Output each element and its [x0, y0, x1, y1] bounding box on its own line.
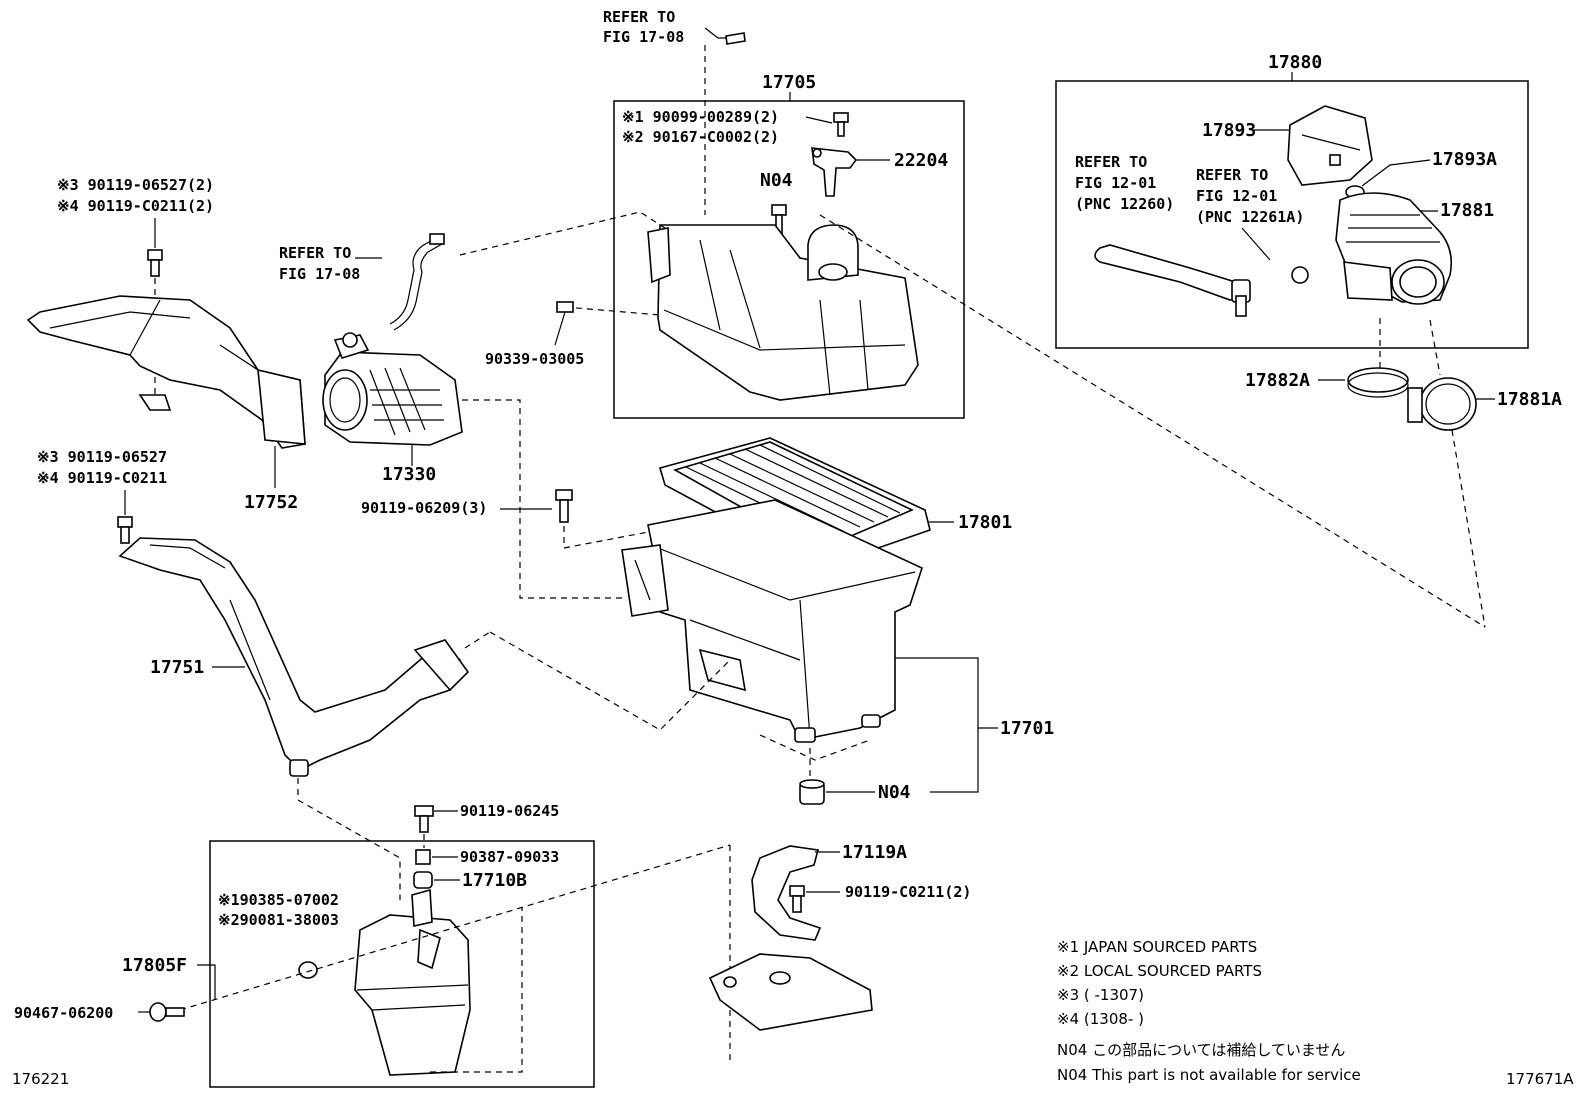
legend-line-1: ※1 JAPAN SOURCED PARTS [1057, 938, 1257, 956]
grommet-90385 [298, 961, 318, 979]
sensor-22204 [811, 147, 858, 197]
label-17881a: 17881A [1497, 389, 1562, 410]
box-17805f-frame [209, 840, 595, 1088]
legend-line-6: N04 This part is not available for servi… [1057, 1066, 1361, 1084]
refer-left-2: FIG 12-01 [1075, 174, 1156, 192]
intake-hose-17881 [1335, 192, 1453, 305]
refer-top-line1: REFER TO [603, 8, 675, 26]
label-17893: 17893 [1202, 120, 1256, 141]
label-17882a: 17882A [1245, 370, 1310, 391]
hose-end-top [725, 32, 746, 45]
clip-90467 [149, 1002, 185, 1022]
label-90339-03005: 90339-03005 [485, 350, 584, 368]
legend-line-4: ※4 (1308- ) [1057, 1010, 1144, 1028]
label-17710b: 17710B [462, 870, 527, 891]
label-90119-06209: 90119-06209(3) [361, 499, 487, 517]
grommet-17710b [413, 871, 433, 889]
label-17119a: 17119A [842, 842, 907, 863]
label-17893a: 17893A [1432, 149, 1497, 170]
clamp-17881a [1407, 377, 1477, 431]
filter-element-17801 [659, 437, 931, 569]
vacuum-hose-1708 [389, 233, 445, 331]
box-17705-note2: ※2 90167-C0002(2) [622, 128, 779, 146]
box-17705-frame [613, 100, 965, 419]
label-n04: N04 [878, 782, 911, 803]
label-90387-09033: 90387-09033 [460, 848, 559, 866]
label-n04-bolt: N04 [760, 170, 793, 191]
footer-left-code: 176221 [12, 1070, 69, 1088]
label-17330: 17330 [382, 464, 436, 485]
label-bolt-top-left-1: ※3 90119-06527(2) [57, 176, 214, 194]
air-cleaner-cap [647, 224, 919, 401]
air-duct-17752 [26, 295, 306, 449]
bolt-90119-06527-b [117, 516, 133, 544]
air-duct-17751 [118, 537, 470, 777]
legend-line-2: ※2 LOCAL SOURCED PARTS [1057, 962, 1262, 980]
refer-top-line2: FIG 17-08 [603, 28, 684, 46]
refer-hose-2: FIG 17-08 [279, 265, 360, 283]
bolt-90119-c0211 [789, 885, 805, 913]
refer-left-3: (PNC 12260) [1075, 195, 1174, 213]
bracket-17119a [708, 845, 873, 1031]
vacuum-hose-12260 [1094, 244, 1309, 317]
label-90467-06200: 90467-06200 [14, 1004, 113, 1022]
label-17801: 17801 [958, 512, 1012, 533]
resonator-cover-17893 [1287, 105, 1373, 186]
air-cleaner-case-17701 [621, 499, 923, 743]
legend-line-3: ※3 ( -1307) [1057, 986, 1144, 1004]
box-17880-title: 17880 [1268, 52, 1322, 73]
label-17752: 17752 [244, 492, 298, 513]
label-90385: ※190385-07002 [218, 891, 339, 909]
label-17751: 17751 [150, 657, 204, 678]
refer-right-2: FIG 12-01 [1196, 187, 1277, 205]
label-90119-c0211: 90119-C0211(2) [845, 883, 971, 901]
bolt-90119-06245 [414, 805, 434, 833]
label-17881: 17881 [1440, 200, 1494, 221]
screw-90099 [833, 112, 849, 137]
box-17705-title: 17705 [762, 72, 816, 93]
clip-90339 [556, 301, 574, 313]
refer-right-1: REFER TO [1196, 166, 1268, 184]
label-90119-06245: 90119-06245 [460, 802, 559, 820]
collar-90387 [415, 849, 431, 865]
label-bolt-mid-left-2: ※4 90119-C0211 [37, 469, 167, 487]
box-17705-note1: ※1 90099-00289(2) [622, 108, 779, 126]
label-90081: ※290081-38003 [218, 911, 339, 929]
bolt-90119-06209 [555, 489, 573, 523]
mass-air-flow-17330 [322, 332, 463, 446]
cushion-n04 [799, 779, 825, 805]
label-17701: 17701 [1000, 718, 1054, 739]
label-bolt-top-left-2: ※4 90119-C0211(2) [57, 197, 214, 215]
footer-right-code: 177671A [1506, 1070, 1574, 1088]
resonator-17805f [354, 888, 471, 1076]
refer-left-1: REFER TO [1075, 153, 1147, 171]
clamp-17882a [1347, 367, 1409, 398]
label-22204: 22204 [894, 150, 948, 171]
refer-right-3: (PNC 12261A) [1196, 208, 1304, 226]
label-bolt-mid-left-1: ※3 90119-06527 [37, 448, 167, 466]
label-17805f: 17805F [122, 955, 187, 976]
legend-line-5: N04 この部品については補給していません [1057, 1041, 1345, 1059]
refer-hose-1: REFER TO [279, 244, 351, 262]
bolt-90119-06527 [147, 249, 163, 277]
